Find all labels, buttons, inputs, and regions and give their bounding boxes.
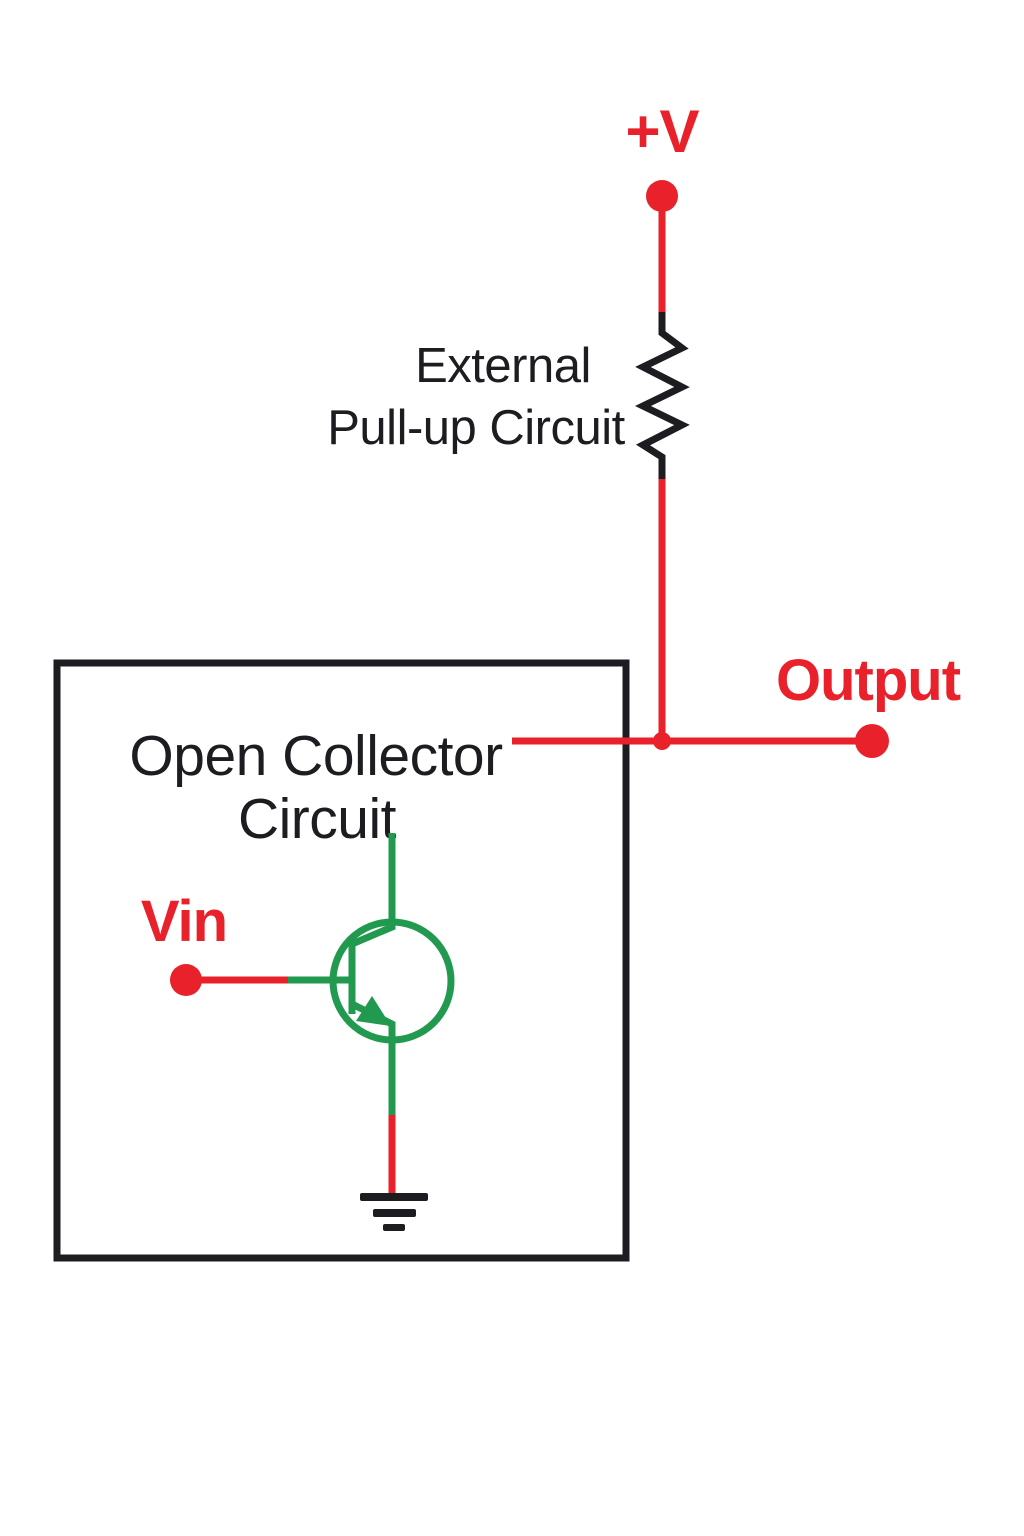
- ground-bar-top: [360, 1193, 428, 1201]
- vin-label: Vin: [141, 889, 227, 954]
- box-label-line1: Open Collector: [129, 724, 503, 788]
- pullup-label-line2: Pull-up Circuit: [327, 401, 625, 455]
- open-collector-box: [53, 659, 630, 1262]
- emitter-arrow: [356, 996, 391, 1026]
- collector-lead: [350, 833, 396, 948]
- output-label: Output: [776, 648, 961, 713]
- box-label-line2: Circuit: [238, 787, 397, 851]
- output-terminal-dot: [855, 724, 889, 758]
- ground-bar-middle: [373, 1209, 416, 1217]
- supply-terminal-dot: [646, 180, 678, 212]
- output-junction-dot: [653, 732, 671, 750]
- supply-voltage-label: +V: [625, 98, 699, 165]
- pullup-label-line1: External: [415, 339, 591, 393]
- ground-bar-bottom: [383, 1224, 405, 1231]
- pullup-resistor: [635, 312, 690, 481]
- ground-symbol: [360, 1193, 428, 1231]
